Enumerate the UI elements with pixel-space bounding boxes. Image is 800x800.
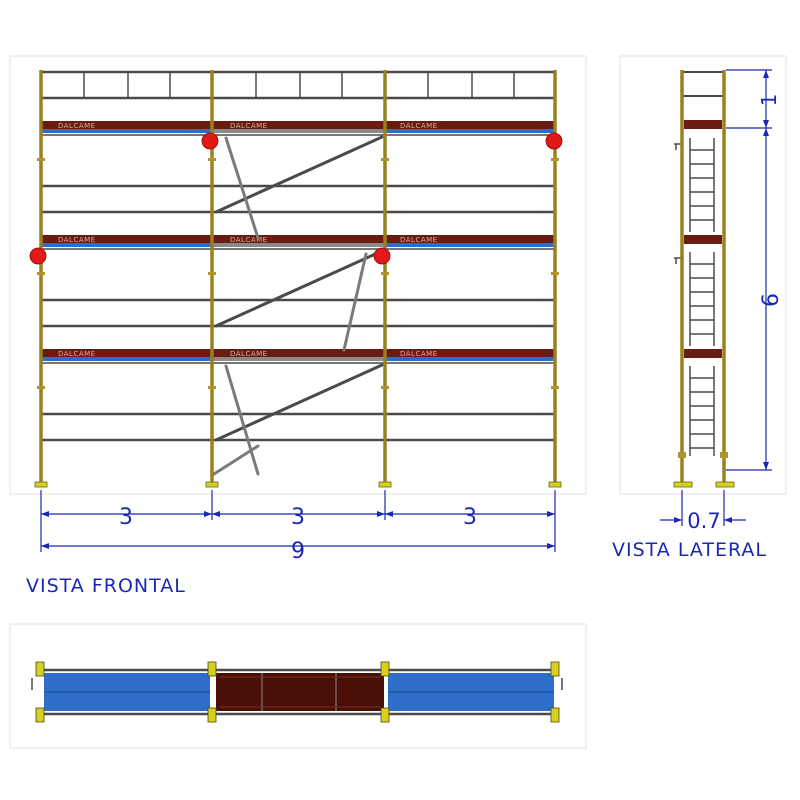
brand-label: DALCAME (400, 236, 438, 244)
plan-anchor-stubs (31, 678, 563, 690)
anchor-marker (201, 132, 219, 150)
anchor-marker (29, 247, 47, 265)
ledgers (40, 184, 556, 442)
side-deck (684, 120, 722, 129)
side-coupler (720, 452, 728, 458)
side-view-frame (619, 55, 787, 495)
stair-stringers (212, 136, 368, 476)
brand-label: DALCAME (230, 236, 268, 244)
anchor-marker (373, 247, 391, 265)
plan-view-frame (9, 623, 587, 749)
dimension-bay-1: 3 (119, 505, 133, 530)
side-base-plate (673, 481, 693, 488)
front-dimensions (40, 490, 556, 552)
dimension-working-height: 6 (759, 293, 784, 307)
brand-label: DALCAME (400, 350, 438, 358)
brand-label: DALCAME (400, 122, 438, 130)
front-view-frame (9, 55, 587, 495)
side-view-caption: VISTA LATERAL (612, 539, 767, 561)
front-view-caption: VISTA FRONTAL (26, 575, 186, 597)
brand-label: DALCAME (230, 122, 268, 130)
wall-anchors (29, 132, 563, 265)
side-deck (684, 235, 722, 244)
dimension-bay-3: 3 (463, 505, 477, 530)
side-ladders (689, 138, 715, 456)
side-dimensions (660, 69, 772, 526)
dimension-total: 9 (291, 539, 305, 564)
anchor-marker (545, 132, 563, 150)
brand-labels: DALCAME DALCAME DALCAME DALCAME DALCAME … (58, 122, 438, 358)
side-guardrail (682, 71, 724, 97)
plan-view (31, 661, 563, 723)
brand-label: DALCAME (230, 350, 268, 358)
side-standards (680, 70, 726, 482)
dimension-depth: 0.7 (687, 509, 720, 533)
deck-level-1 (40, 121, 556, 136)
brand-label: DALCAME (58, 236, 96, 244)
side-base-plate (715, 481, 735, 488)
top-guardrail (40, 70, 556, 100)
side-coupler (678, 452, 686, 458)
plan-boards (44, 673, 554, 711)
couplers (37, 158, 559, 389)
deck-level-2 (40, 235, 556, 250)
dimension-guard-height: 1 (757, 94, 781, 107)
front-view: DALCAME DALCAME DALCAME DALCAME DALCAME … (26, 70, 563, 597)
plan-standards (35, 661, 560, 723)
deck-level-3 (40, 349, 556, 364)
side-view: 1 6 0.7 VISTA LATERAL (612, 69, 784, 561)
dimension-bay-2: 3 (291, 505, 305, 530)
plan-stair-deck (216, 673, 384, 711)
brand-label: DALCAME (58, 122, 96, 130)
side-deck (684, 349, 722, 358)
brand-label: DALCAME (58, 350, 96, 358)
base-plates (34, 481, 562, 488)
